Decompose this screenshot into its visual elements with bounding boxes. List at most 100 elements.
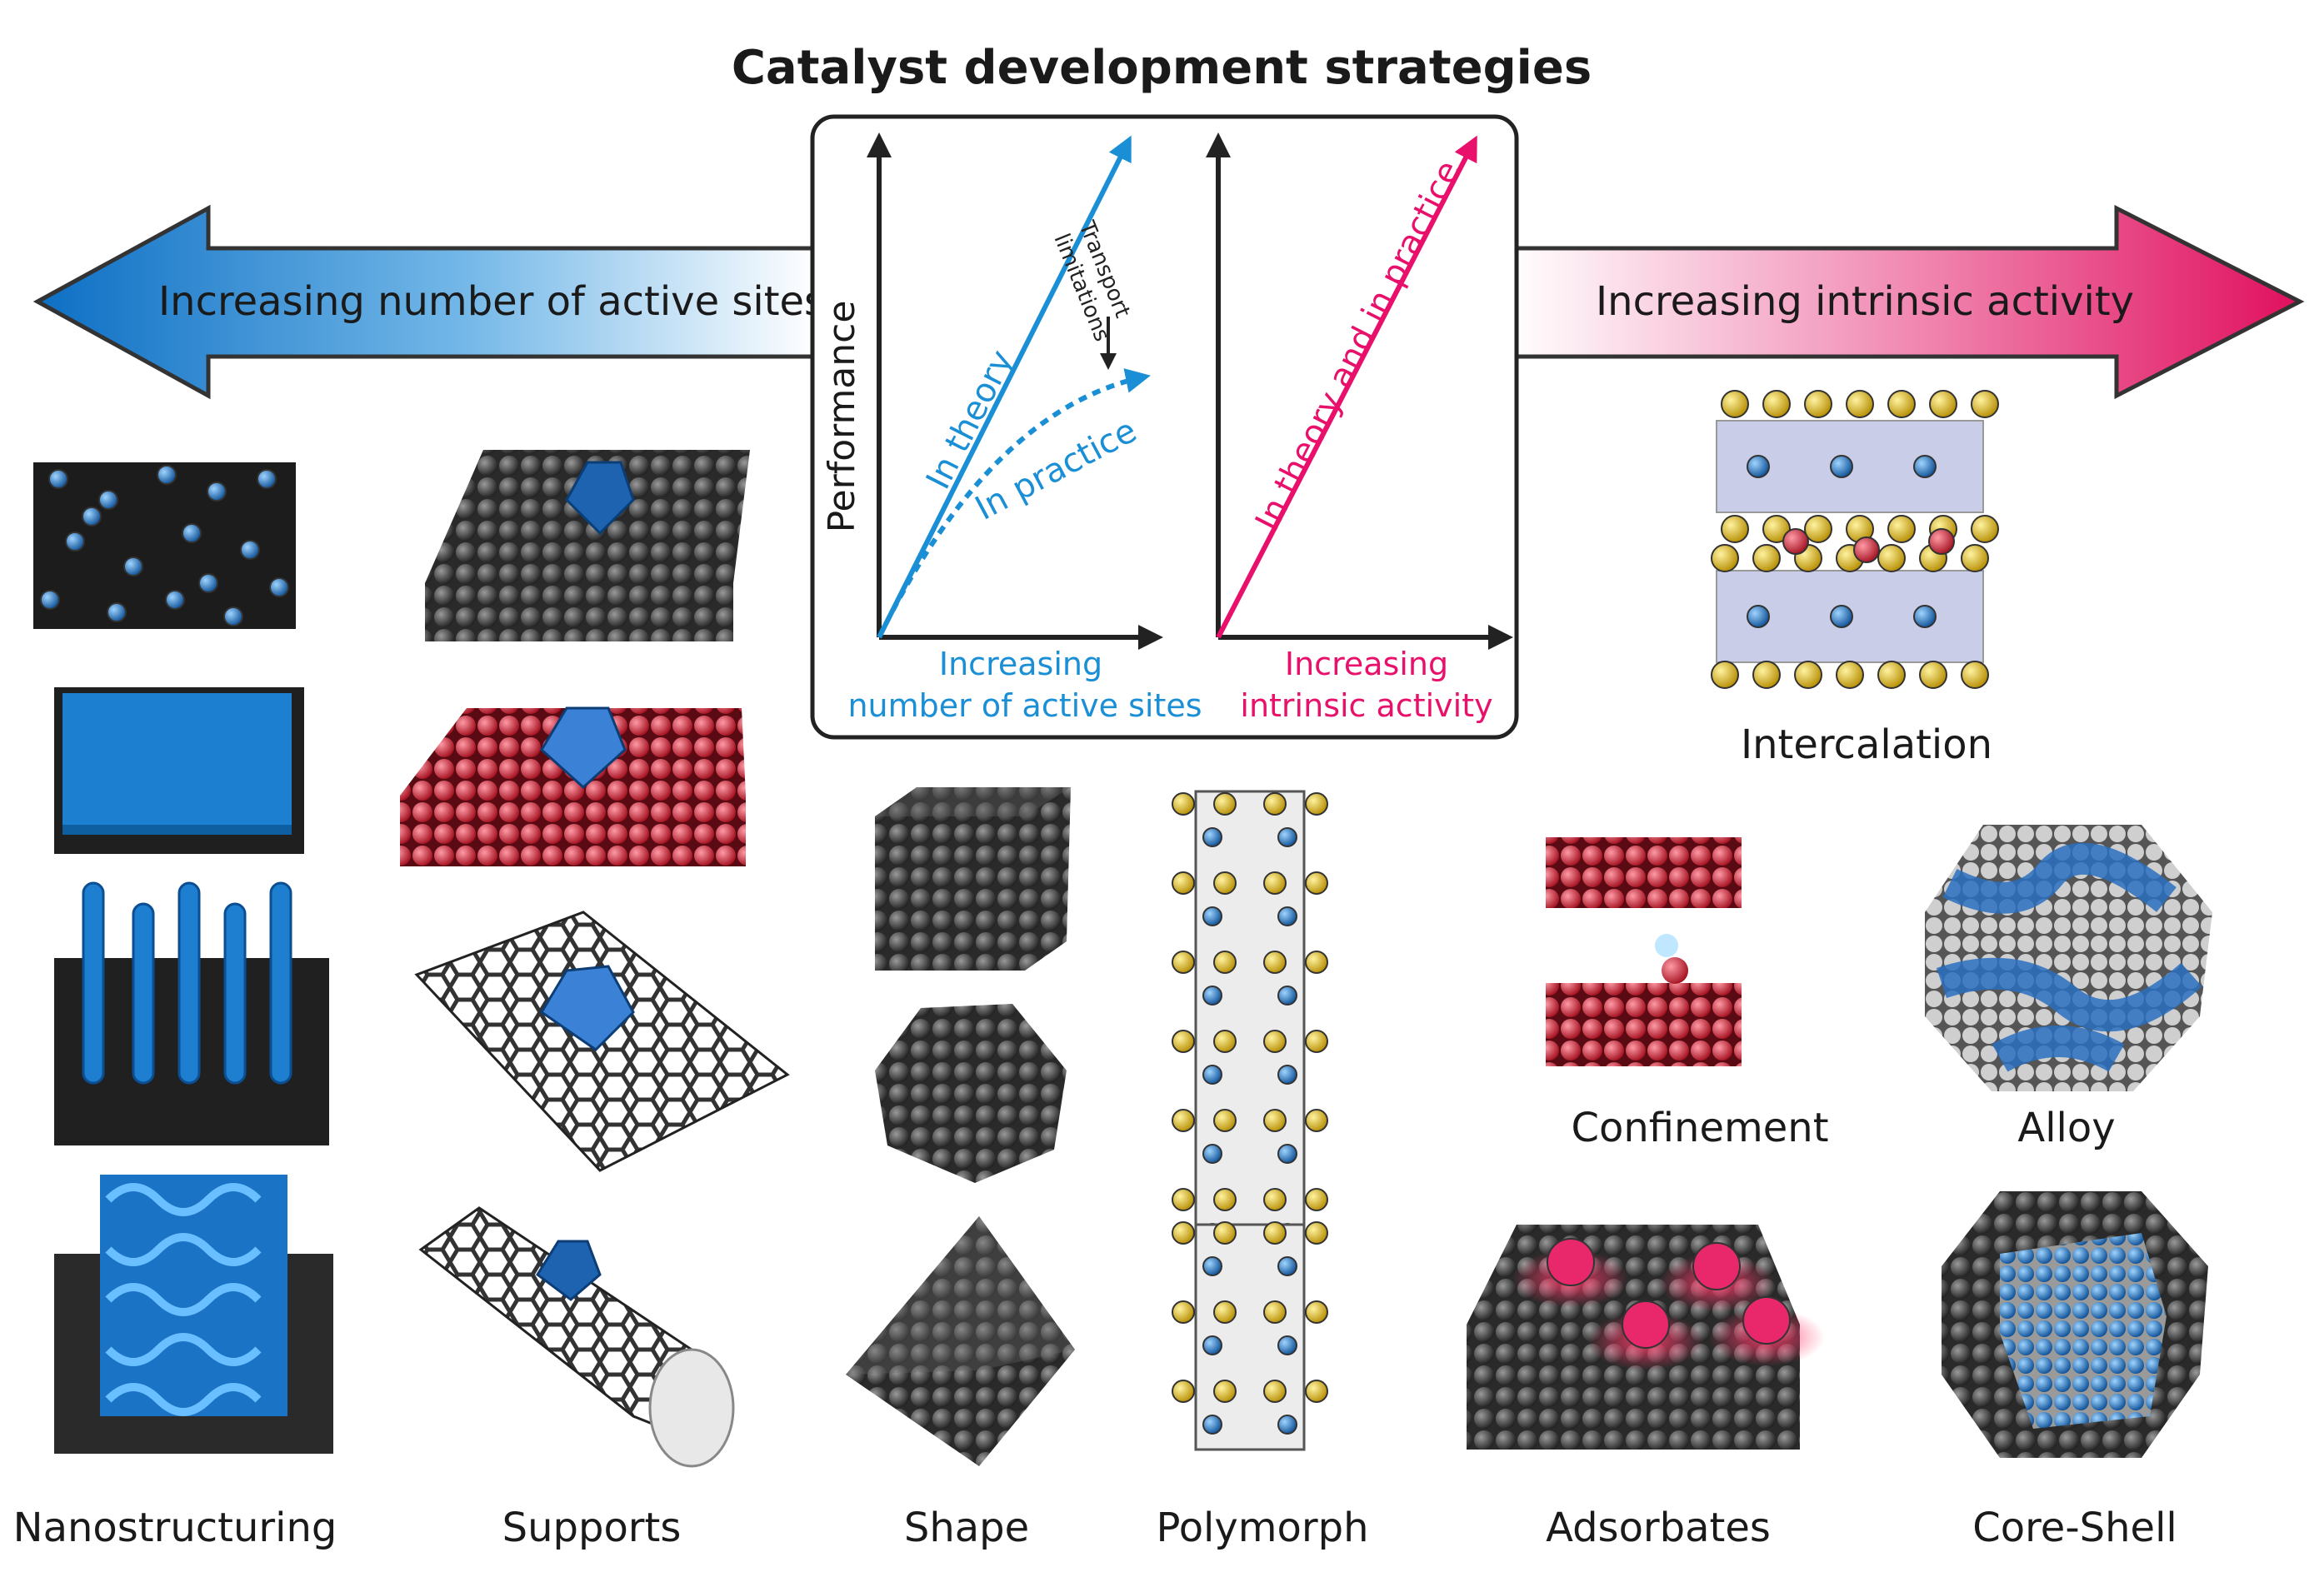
sulfur-atom <box>1887 515 1916 543</box>
intercalant-atom <box>1853 536 1880 563</box>
sulfur-atom <box>1213 871 1237 895</box>
nanorod <box>269 881 292 1085</box>
sulfur-atom <box>1263 951 1287 974</box>
intercalant-atom <box>1928 528 1955 555</box>
octahedron-nanoparticle-image <box>846 1216 1075 1466</box>
adsorbates-illustration <box>1467 1225 1825 1450</box>
performance-inset: Performance In theory In practice Transp… <box>810 114 1519 740</box>
intercalant-atom <box>1782 528 1809 555</box>
sulfur-atom <box>1305 1380 1328 1403</box>
left-x-label-1: Increasing <box>939 646 1102 682</box>
nanoparticle-atom <box>40 590 60 610</box>
left-x-label-2: number of active sites <box>847 687 1202 724</box>
nanoparticle-atom <box>107 602 127 622</box>
sulfur-atom <box>1305 1188 1328 1211</box>
sulfur-atom <box>1752 544 1781 572</box>
sulfur-atom <box>1263 1030 1287 1053</box>
metal-atom <box>1277 1335 1297 1355</box>
adsorbate-atom <box>1742 1296 1791 1345</box>
sulfur-atom <box>1213 792 1237 816</box>
sulfur-atom <box>1887 390 1916 418</box>
sulfur-atom <box>1263 1221 1287 1245</box>
alloy-illustration <box>1925 825 2212 1091</box>
sulfur-atom <box>1721 515 1749 543</box>
nanoparticle-atom <box>269 577 289 597</box>
sulfur-atom <box>1213 951 1237 974</box>
metal-atom <box>1202 1144 1222 1164</box>
adsorbate-atom <box>1692 1242 1741 1290</box>
sulfur-atom <box>1752 661 1781 689</box>
label-shape: Shape <box>904 1505 1029 1551</box>
metal-atom <box>1202 1065 1222 1085</box>
metal-atom <box>1202 1256 1222 1276</box>
nanoparticles-on-substrate-image <box>33 462 296 629</box>
label-adsorbates: Adsorbates <box>1546 1505 1771 1551</box>
sulfur-atom <box>1263 1380 1287 1403</box>
sulfur-atom <box>1172 951 1195 974</box>
truncated-octahedron-nanoparticle-image <box>875 1004 1067 1183</box>
adsorbate-atom <box>1622 1300 1670 1349</box>
supports-illustrations <box>400 450 790 1468</box>
metal-atom <box>1913 455 1937 478</box>
nanorod <box>132 902 155 1085</box>
arrow-intrinsic-activity-label: Increasing intrinsic activity <box>1596 278 2134 325</box>
sulfur-atom <box>1762 515 1791 543</box>
metal-atom <box>1202 1335 1222 1355</box>
sulfur-atom <box>1213 1109 1237 1132</box>
nanorod <box>177 881 201 1085</box>
core-shell-illustration <box>1942 1191 2208 1458</box>
arrow-active-sites: Increasing number of active sites <box>32 204 825 400</box>
sulfur-atom <box>1172 1030 1195 1053</box>
label-alloy: Alloy <box>2017 1105 2115 1151</box>
sulfur-atom <box>1804 390 1832 418</box>
nanoparticle-atom <box>223 606 243 626</box>
arrow-active-sites-label: Increasing number of active sites <box>158 278 825 325</box>
sulfur-atom <box>1305 1030 1328 1053</box>
arrow-intrinsic-activity: Increasing intrinsic activity <box>1506 204 2305 400</box>
sulfur-atom <box>1213 1030 1237 1053</box>
label-nanostructuring: Nanostructuring <box>13 1505 337 1551</box>
shape-illustrations <box>846 787 1075 1466</box>
sulfur-atom <box>1213 1221 1237 1245</box>
metal-atom <box>1747 455 1770 478</box>
nanoparticle-atom <box>207 482 227 502</box>
intercalation-illustration <box>1711 390 1999 689</box>
sulfur-atom <box>1762 390 1791 418</box>
nanoparticle-atom <box>198 573 218 593</box>
in-practice-curve <box>877 368 1151 639</box>
page-title: Catalyst development strategies <box>732 41 1592 95</box>
nanoparticle-atom <box>82 507 102 527</box>
sulfur-atom <box>1305 1109 1328 1132</box>
label-core-shell: Core-Shell <box>1972 1505 2177 1551</box>
sulfur-atom <box>1711 661 1739 689</box>
sulfur-atom <box>1172 1221 1195 1245</box>
thin-film-image <box>54 687 304 854</box>
sulfur-atom <box>1836 661 1864 689</box>
metal-atom <box>1277 1144 1297 1164</box>
metal-atom <box>1830 605 1853 628</box>
sulfur-atom <box>1172 1109 1195 1132</box>
sulfur-atom <box>1305 951 1328 974</box>
metal-atom <box>1277 1415 1297 1435</box>
metal-atom <box>1277 827 1297 847</box>
adsorbate-atom <box>1547 1238 1595 1286</box>
sulfur-atom <box>1794 661 1822 689</box>
sulfur-atom <box>1305 1300 1328 1324</box>
support-oxide-slab-image <box>400 706 746 866</box>
label-confinement: Confinement <box>1571 1105 1828 1151</box>
sulfur-atom <box>1213 1380 1237 1403</box>
sulfur-atom <box>1263 1300 1287 1324</box>
sulfur-atom <box>1172 1188 1195 1211</box>
metal-atom <box>1277 1065 1297 1085</box>
sulfur-atom <box>1263 1188 1287 1211</box>
label-polymorph: Polymorph <box>1156 1505 1368 1551</box>
nanoparticle-atom <box>48 469 68 489</box>
nanoparticle-atom <box>182 523 202 543</box>
sulfur-atom <box>1919 661 1947 689</box>
metal-atom <box>1202 1415 1222 1435</box>
theory-and-practice-line <box>1216 135 1477 639</box>
sulfur-atom <box>1961 661 1989 689</box>
nanoparticle-atom <box>165 590 185 610</box>
sulfur-atom <box>1877 544 1906 572</box>
sulfur-atom <box>1877 661 1906 689</box>
